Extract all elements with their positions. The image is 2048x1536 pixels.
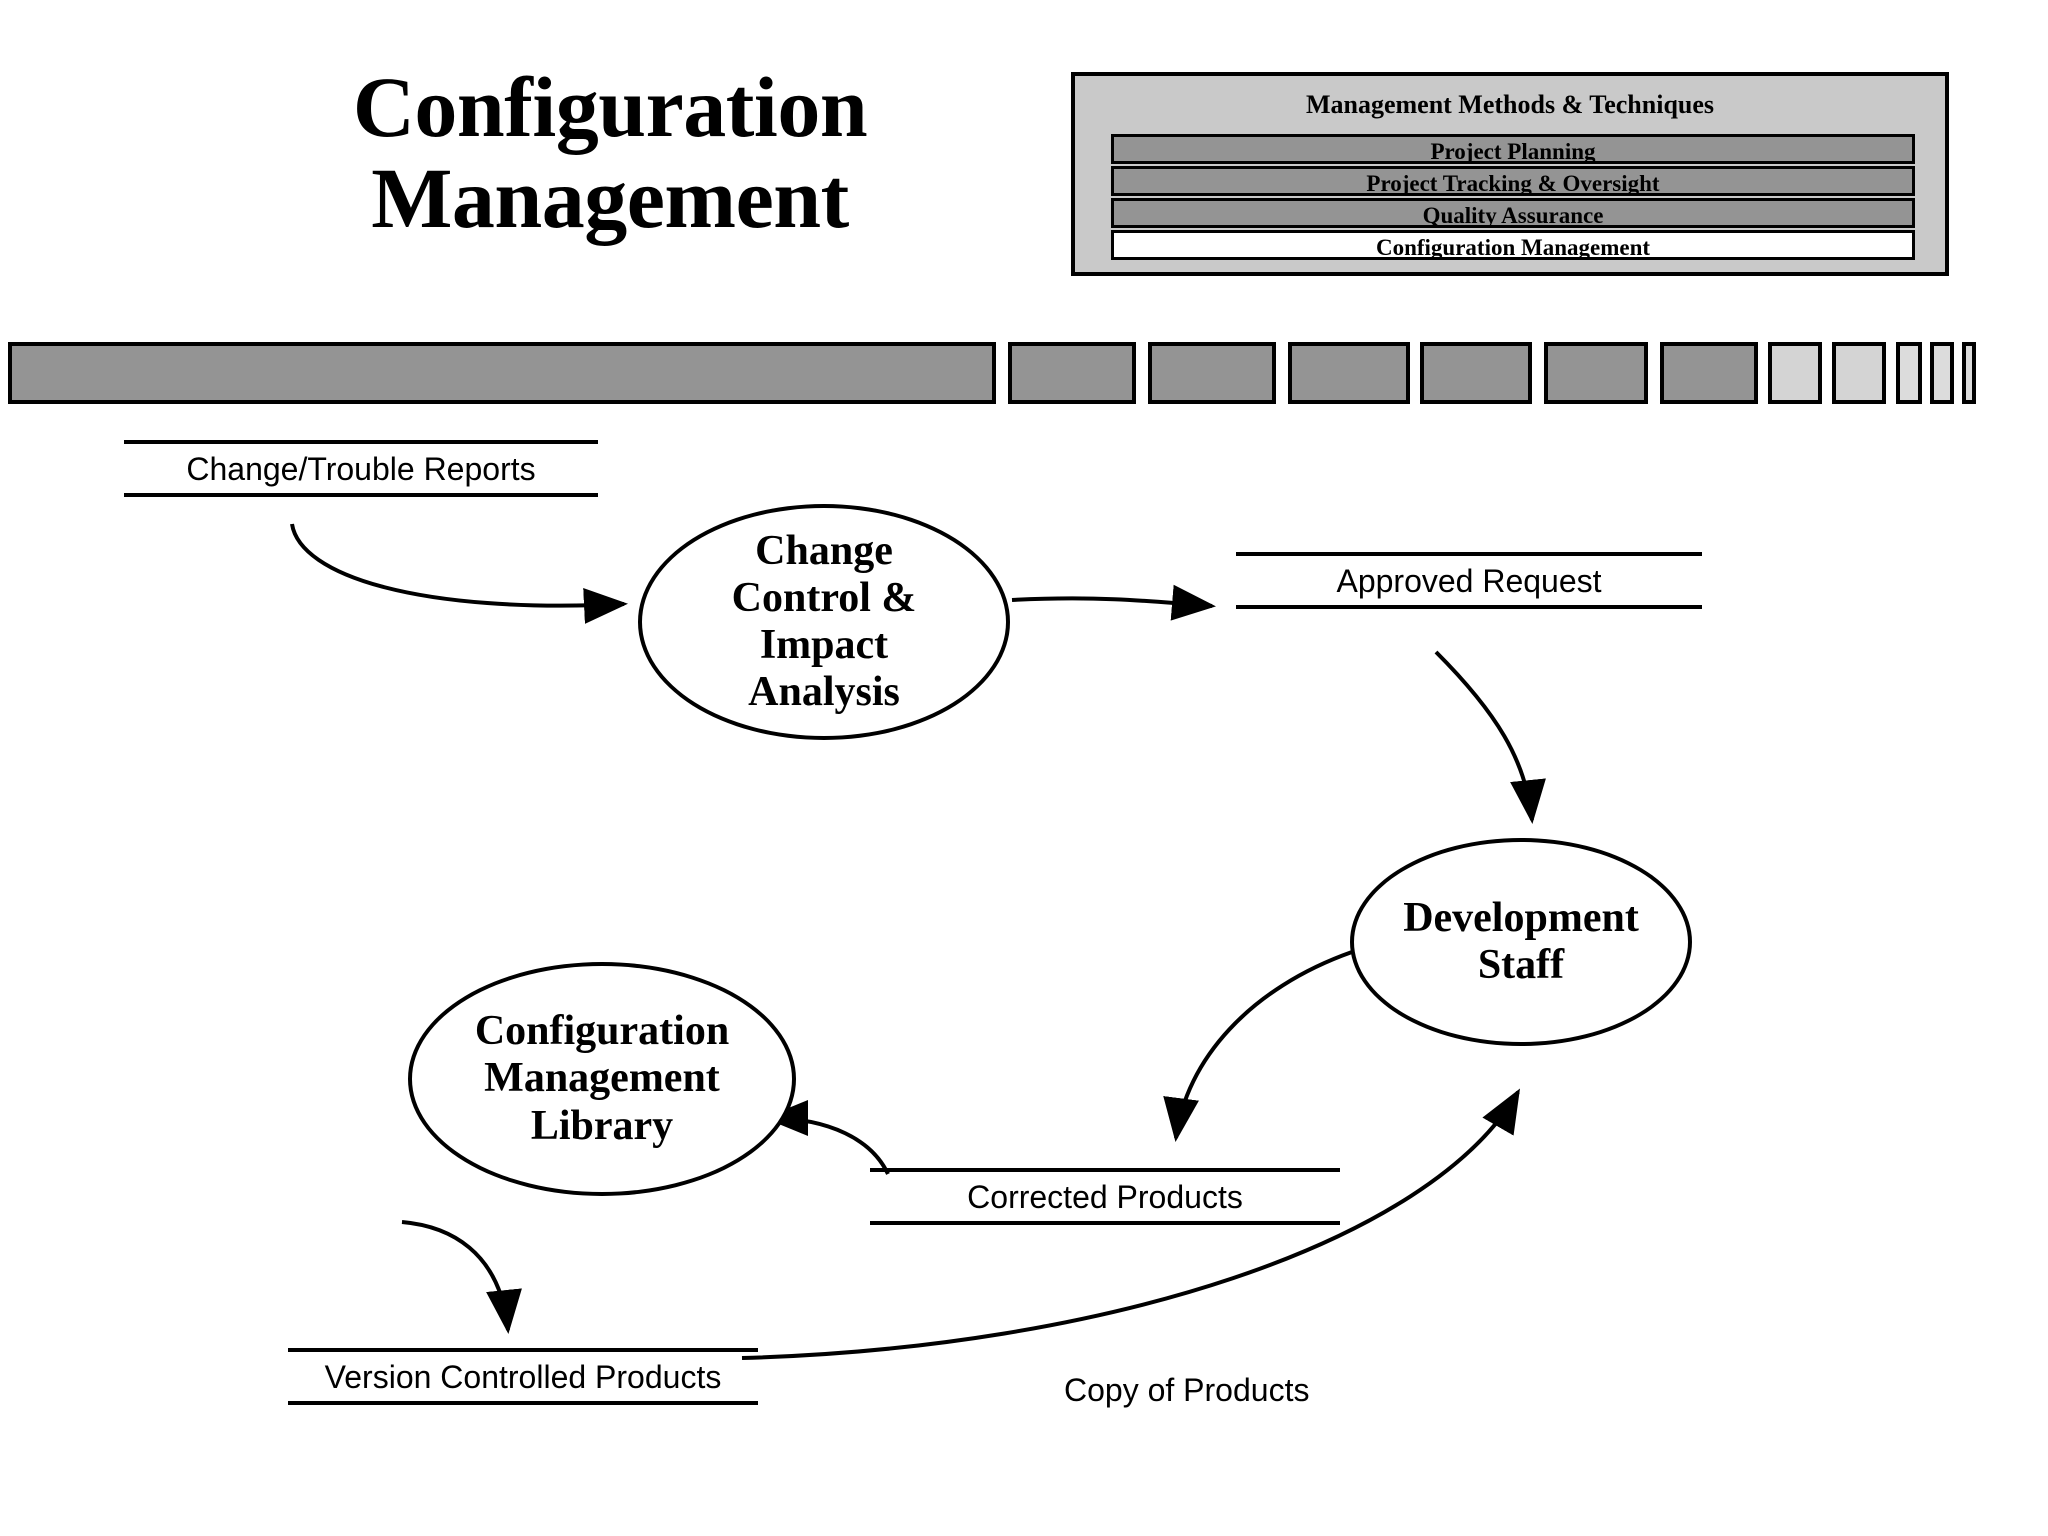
arrow-cm-library-to-version-controlled-products — [401, 1220, 522, 1334]
store-top-rule — [124, 440, 598, 444]
store-top-rule — [288, 1348, 758, 1352]
phase-bar-segment-7 — [1660, 342, 1758, 404]
data-store-approved-request[interactable]: Approved Request — [1236, 552, 1702, 609]
flow-label-copy-of-products: Copy of Products — [1064, 1372, 1310, 1408]
data-store-label: Approved Request — [1336, 563, 1602, 599]
data-store-label: Version Controlled Products — [324, 1359, 722, 1395]
legend-row[interactable]: Project Tracking & Oversight — [1111, 166, 1915, 196]
phase-bar-segment-8 — [1768, 342, 1822, 404]
store-top-rule — [1236, 552, 1702, 556]
phase-bar-segment-3 — [1148, 342, 1276, 404]
phase-bar-segment-2 — [1008, 342, 1136, 404]
legend-row[interactable]: Project Planning — [1111, 134, 1915, 164]
phase-bar-segment-1 — [8, 342, 996, 404]
store-bottom-rule — [124, 493, 598, 497]
arrow-development-staff-to-corrected-products — [1163, 950, 1353, 1142]
process-change-control-impact-analysis[interactable]: Change Control & Impact Analysis — [638, 504, 1010, 740]
store-bottom-rule — [1236, 605, 1702, 609]
store-top-rule — [870, 1168, 1340, 1172]
arrow-corrected-products-to-cm-library — [764, 1100, 890, 1175]
store-bottom-rule — [870, 1221, 1340, 1225]
store-bottom-rule — [288, 1401, 758, 1405]
phase-bar-segment-10 — [1896, 342, 1922, 404]
phase-bar-segment-4 — [1288, 342, 1410, 404]
data-store-label: Corrected Products — [967, 1179, 1243, 1215]
process-configuration-management-library[interactable]: Configuration Management Library — [408, 962, 796, 1196]
data-store-version-controlled-products[interactable]: Version Controlled Products — [288, 1348, 758, 1405]
phase-bar-segment-6 — [1544, 342, 1648, 404]
phase-bar-segment-12 — [1962, 342, 1976, 404]
arrow-copy-of-products-to-development-staff — [741, 1088, 1521, 1360]
data-store-label: Change/Trouble Reports — [186, 451, 536, 487]
data-store-change-trouble-reports[interactable]: Change/Trouble Reports — [124, 440, 598, 497]
legend-row[interactable]: Quality Assurance — [1111, 198, 1915, 228]
phase-bar-segment-11 — [1930, 342, 1954, 404]
management-methods-legend: Management Methods & Techniques Project … — [1071, 72, 1949, 276]
process-development-staff[interactable]: Development Staff — [1350, 838, 1692, 1046]
phase-bar-segment-5 — [1420, 342, 1532, 404]
phase-bar-segment-9 — [1832, 342, 1886, 404]
legend-row[interactable]: Configuration Management — [1111, 230, 1915, 260]
page-title: Configuration Management — [352, 59, 868, 247]
arrow-change-control-to-approved-request — [1011, 584, 1216, 621]
legend-title: Management Methods & Techniques — [1305, 90, 1715, 119]
data-store-corrected-products[interactable]: Corrected Products — [870, 1168, 1340, 1225]
arrow-reports-to-change-control — [290, 523, 628, 624]
arrow-approved-request-to-development-staff — [1434, 650, 1546, 824]
